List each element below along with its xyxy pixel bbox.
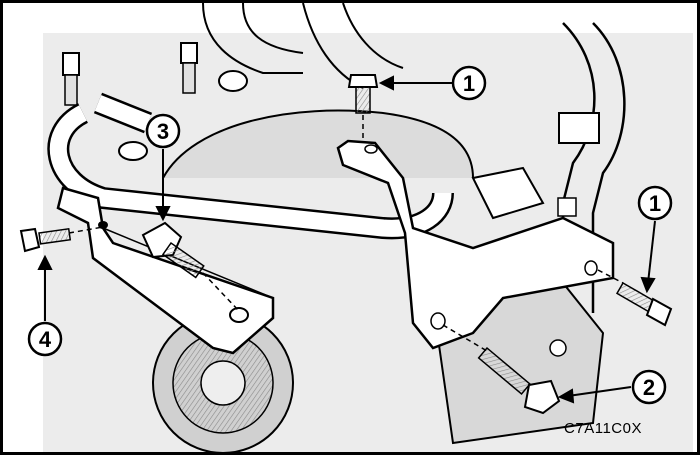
callout-1-top: 1 [451,65,487,101]
callout-1-right: 1 [637,185,673,221]
callout-label: 2 [643,375,655,400]
callout-3: 3 [145,113,181,149]
leader-arrows [37,75,656,404]
bolt-4 [19,226,104,253]
bolt-3 [141,221,240,312]
callout-label: 4 [39,327,52,352]
callout-label: 1 [649,191,661,216]
callout-label: 1 [463,71,475,96]
engine-background [3,3,697,452]
bolt-1-right [597,269,673,327]
main-bracket [336,139,615,350]
callout-label: 3 [157,119,169,144]
callout-4: 4 [27,321,63,357]
coolant-tube [47,92,454,240]
callout-2: 2 [631,369,667,405]
diagram-illustration: 1 1 2 3 4 C7A11C0X [3,3,697,452]
bolt-1-top [347,74,379,143]
figure-code: C7A11C0X [564,420,642,437]
bolt-2 [442,324,561,415]
